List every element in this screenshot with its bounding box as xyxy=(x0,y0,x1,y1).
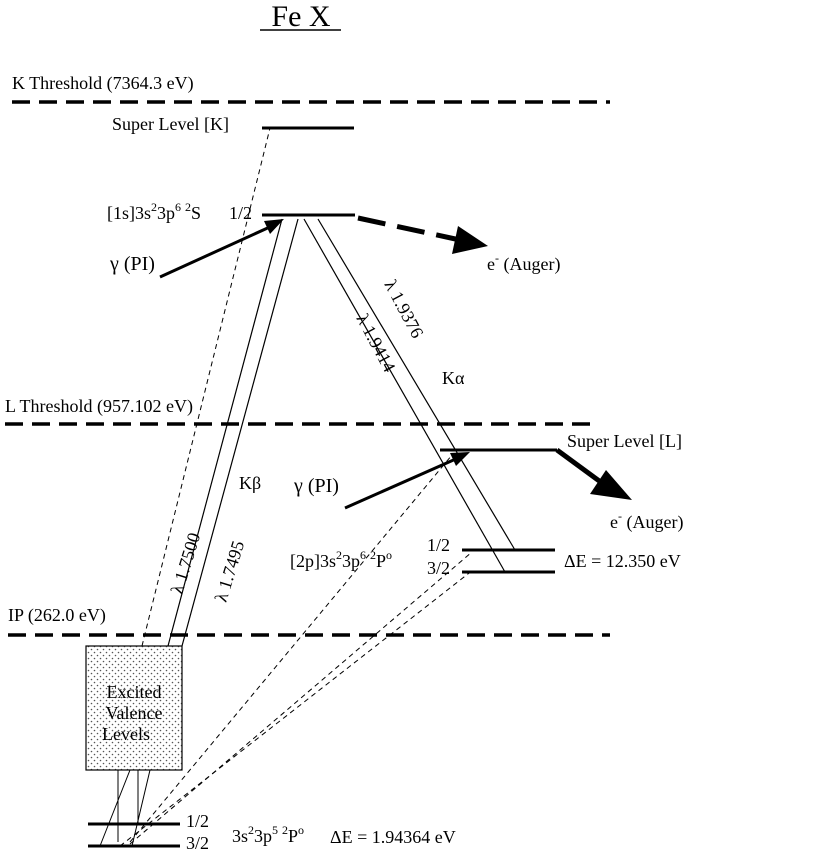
dashed-excitation-lines xyxy=(119,127,474,847)
super-level-l-label: Super Level [L] xyxy=(567,431,682,451)
gamma-pi-arrow-k xyxy=(159,224,273,279)
k-alpha-label: Kα xyxy=(442,368,465,388)
auger-arrowhead-l xyxy=(590,470,632,500)
ground-delta: ΔE = 1.94364 eV xyxy=(330,827,456,847)
ground-j-upper: 1/2 xyxy=(186,811,209,831)
lambda-1-9414: λ 1.9414 xyxy=(352,310,399,375)
super-level-k-label: Super Level [K] xyxy=(112,114,229,134)
excited-valence-line2: Valence xyxy=(106,703,163,723)
auger-arrow-l xyxy=(555,447,604,486)
k-alpha-transition xyxy=(303,218,516,573)
l-shell-j-lower: 3/2 xyxy=(427,558,450,578)
gamma-pi-arrowhead-l xyxy=(450,452,470,466)
k-threshold-label: K Threshold (7364.3 eV) xyxy=(12,73,194,94)
excited-valence-line3: Levels xyxy=(102,724,150,744)
k-beta-label: Kβ xyxy=(239,473,261,493)
excited-valence-line1: Excited xyxy=(107,682,162,702)
auger-label-k: e- (Auger) xyxy=(487,251,560,275)
excited-valence-box xyxy=(85,645,183,771)
gamma-pi-label-k: γ (PI) xyxy=(109,253,155,275)
gamma-pi-arrow-l xyxy=(344,456,459,510)
l-threshold-label: L Threshold (957.102 eV) xyxy=(5,396,193,417)
gamma-pi-arrowhead-k xyxy=(264,219,284,234)
l-shell-delta: ΔE = 12.350 eV xyxy=(564,551,681,571)
ip-threshold-label: IP (262.0 eV) xyxy=(8,605,106,626)
auger-label-l: e- (Auger) xyxy=(610,509,683,533)
auger-arrowhead-k xyxy=(452,226,488,254)
lambda-1-7495: λ 1.7495 xyxy=(211,538,248,604)
diagram-title: Fe X xyxy=(271,0,331,33)
gamma-pi-label-l: γ (PI) xyxy=(293,475,339,497)
box-to-ground-lines xyxy=(99,769,151,847)
lambda-1-9376: λ 1.9376 xyxy=(380,276,427,341)
k-beta-transition xyxy=(167,218,299,647)
k-shell-j: 1/2 xyxy=(229,203,252,223)
auger-arrow-k xyxy=(357,215,461,243)
ground-j-lower: 3/2 xyxy=(186,833,209,852)
l-shell-j-upper: 1/2 xyxy=(427,535,450,555)
